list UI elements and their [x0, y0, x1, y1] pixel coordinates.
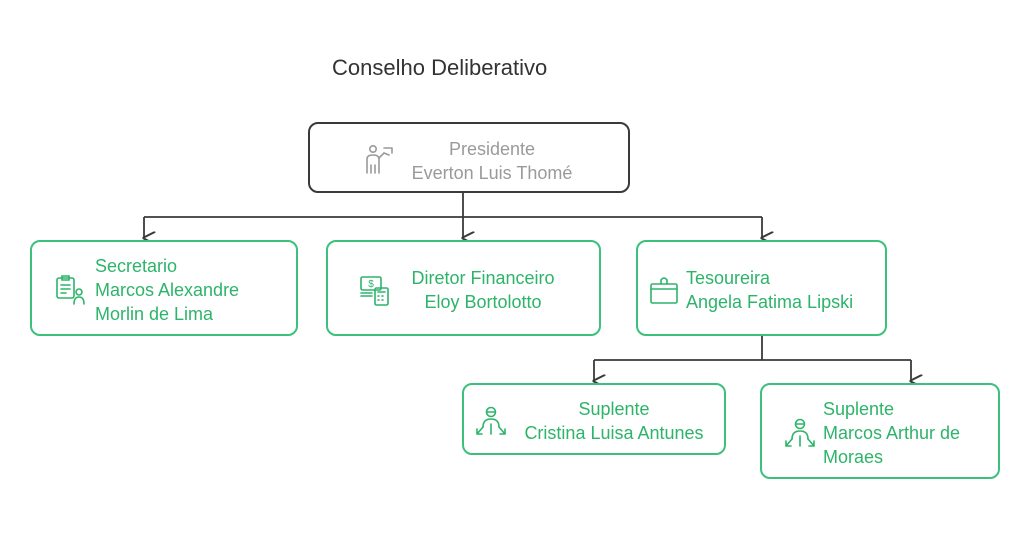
presenter-icon	[362, 143, 396, 177]
presidente-label: Presidente Everton Luis Thomé	[402, 137, 582, 185]
node-presidente: Presidente Everton Luis Thomé	[308, 122, 630, 193]
treasure-chest-icon	[647, 273, 681, 307]
person-arrows-icon	[474, 404, 508, 438]
secretario-label: Secretario Marcos Alexandre Morlin de Li…	[95, 254, 239, 326]
money-calculator-icon: $	[358, 273, 392, 307]
diretor-financeiro-role: Diretor Financeiro	[411, 268, 555, 288]
diagram-title: Conselho Deliberativo	[332, 55, 548, 80]
person-arrows-icon	[783, 416, 817, 450]
node-tesoureira: Tesoureira Angela Fatima Lipski	[636, 240, 887, 336]
suplente-2-role: Suplente	[823, 399, 895, 419]
suplente-2-name-line2: Moraes	[823, 447, 884, 467]
svg-text:$: $	[368, 279, 374, 290]
suplente-1-label: Suplente Cristina Luisa Antunes	[514, 397, 714, 445]
node-suplente-1: Suplente Cristina Luisa Antunes	[462, 383, 726, 455]
node-suplente-2: Suplente Marcos Arthur de Moraes	[760, 383, 1000, 479]
suplente-2-label: Suplente Marcos Arthur de Moraes	[823, 397, 960, 469]
suplente-1-role: Suplente	[578, 399, 650, 419]
tesoureira-label: Tesoureira Angela Fatima Lipski	[686, 266, 853, 314]
clipboard-person-icon	[54, 273, 88, 307]
presidente-role: Presidente	[448, 139, 536, 159]
node-secretario: Secretario Marcos Alexandre Morlin de Li…	[30, 240, 298, 336]
tesoureira-role: Tesoureira	[686, 268, 771, 288]
presidente-name: Everton Luis Thomé	[411, 163, 573, 183]
node-diretor-financeiro: $ Diretor Financeiro Eloy Bortolotto	[326, 240, 601, 336]
suplente-2-name-line1: Marcos Arthur de	[823, 423, 961, 443]
suplente-1-name: Cristina Luisa Antunes	[524, 423, 704, 443]
secretario-name-line1: Marcos Alexandre	[95, 280, 240, 300]
diretor-financeiro-label: Diretor Financeiro Eloy Bortolotto	[403, 266, 563, 314]
diretor-financeiro-name: Eloy Bortolotto	[424, 292, 542, 312]
secretario-role: Secretario	[95, 256, 178, 276]
tesoureira-name: Angela Fatima Lipski	[686, 292, 854, 312]
secretario-name-line2: Morlin de Lima	[95, 304, 214, 324]
